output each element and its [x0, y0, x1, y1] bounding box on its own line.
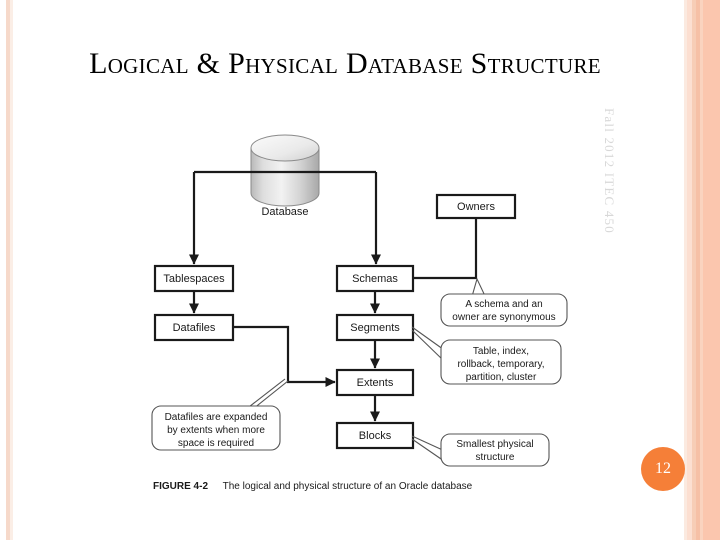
node-schemas: Schemas — [335, 264, 415, 293]
right-edge-stripe-5 — [700, 0, 703, 540]
callout-segment-types-box — [440, 339, 562, 385]
node-database-label: Database — [261, 206, 308, 218]
node-tablespaces: Tablespaces — [153, 264, 235, 293]
right-edge-stripe-6 — [703, 0, 720, 540]
callout-datafile-expand-box — [151, 405, 281, 451]
callout-schema-owner-line-2: owner are synonymous — [452, 312, 555, 323]
cylinder-top — [250, 134, 320, 162]
node-blocks-box — [335, 421, 415, 450]
callout-datafile-expand-note: Datafiles are expanded by extents when m… — [151, 378, 289, 451]
slide-number-badge: 12 — [641, 447, 685, 491]
callout-block-size-line-2: structure — [476, 452, 515, 463]
callout-tail-datafile-b — [244, 378, 286, 411]
node-segments: Segments — [335, 313, 415, 342]
left-edge-stripe-inner — [10, 0, 13, 540]
figure-number: FIGURE 4-2 — [153, 481, 209, 492]
node-schemas-label: Schemas — [352, 273, 398, 285]
right-edge-stripe-1 — [684, 0, 687, 540]
node-blocks: Blocks — [335, 421, 415, 450]
callout-segment-types-note: Table, index, rollback, temporary, parti… — [411, 326, 562, 385]
node-owners-label: Owners — [457, 201, 495, 213]
figure-caption: FIGURE 4-2 The logical and physical stru… — [153, 481, 472, 492]
callout-schema-owner-box — [440, 293, 568, 327]
callout-datafile-expand-line-2: by extents when more — [167, 425, 265, 436]
callout-tail-datafile-a — [252, 380, 289, 410]
callout-segment-types-line-2: rollback, temporary, — [457, 359, 544, 370]
link-datafiles-to-extents — [233, 325, 336, 388]
cylinder-body — [250, 147, 320, 207]
node-database: Database — [250, 134, 320, 218]
callout-schema-owner-note: A schema and an owner are synonymous — [440, 277, 568, 327]
callout-datafile-expand-line-3: space is required — [178, 438, 254, 449]
link-owners-to-schemas — [413, 218, 478, 280]
node-extents-label: Extents — [357, 377, 394, 389]
left-edge-stripe-outer — [6, 0, 10, 540]
callout-block-size-box — [440, 433, 550, 467]
callout-tail-segment-b — [411, 329, 445, 362]
node-owners: Owners — [435, 193, 517, 220]
callout-block-size-note: Smallest physical structure — [411, 433, 550, 467]
right-edge-stripe-4 — [696, 0, 700, 540]
right-edge-stripe-3 — [692, 0, 696, 540]
callout-tail-block-b — [411, 438, 445, 462]
node-tablespaces-label: Tablespaces — [163, 273, 225, 285]
right-edge-stripe-2 — [687, 0, 692, 540]
node-blocks-label: Blocks — [359, 430, 392, 442]
callout-segment-types-line-3: partition, cluster — [466, 372, 537, 383]
node-extents: Extents — [335, 368, 415, 397]
callout-datafile-expand-line-1: Datafiles are expanded — [165, 412, 268, 423]
node-datafiles-label: Datafiles — [173, 322, 216, 334]
node-datafiles: Datafiles — [153, 313, 235, 342]
callout-schema-owner-line-1: A schema and an — [465, 299, 542, 310]
page-title: Logical & Physical Database Structure — [89, 47, 601, 81]
node-segments-label: Segments — [350, 322, 400, 334]
callout-segment-types-line-1: Table, index, — [473, 346, 529, 357]
callout-block-size-line-1: Smallest physical — [456, 439, 533, 450]
figure-caption-text: The logical and physical structure of an… — [222, 481, 473, 492]
